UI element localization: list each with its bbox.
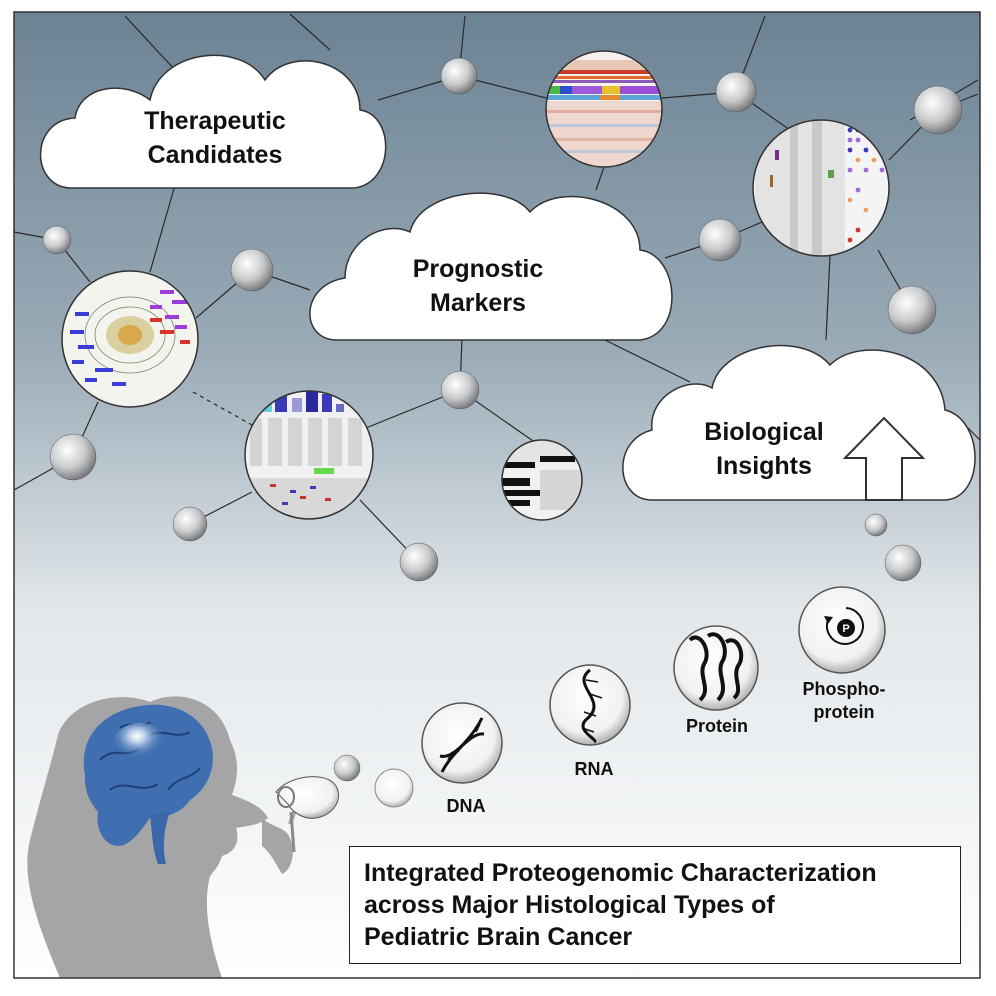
protein-label: Protein [686,716,748,736]
title-line-2: across Major Histological Types of [364,891,775,919]
protein-bubble: Protein [673,625,759,736]
bar-circle-small [501,439,583,521]
dotplot-circle-right [752,119,890,257]
title-box: Integrated Proteogenomic Characterizatio… [349,846,961,964]
rna-label: RNA [575,759,614,779]
cloud-prognostic-line2: Markers [430,289,526,317]
title-line-3: Pediatric Brain Cancer [364,923,633,951]
rna-strand-icon [581,668,603,744]
bubble-small-2 [374,768,414,808]
rna-bubble: RNA [549,664,631,779]
title-line-1: Integrated Proteogenomic Characterizatio… [364,859,877,887]
phospho-label-line2: protein [814,702,875,722]
network-nodes [42,57,963,582]
phosphate-icon [837,619,855,637]
cloud-biological-line1: Biological [704,418,823,446]
up-arrow-icon [842,416,926,501]
bubble-small-1 [333,754,361,782]
cloud-therapeutic-line1: Therapeutic [144,107,286,135]
protein-helix-icon [688,632,744,702]
cloud-biological-line2: Insights [716,452,812,480]
phosphate-symbol: P [842,623,849,635]
phosphoprotein-bubble: P Phospho- protein [798,586,886,722]
dna-label: DNA [447,796,486,816]
cloud-prognostic-line1: Prognostic [413,255,544,283]
phospho-arrow-icon [826,607,864,645]
dna-helix-icon [439,717,485,773]
phospho-label-line1: Phospho- [803,679,886,699]
brain-icon [83,704,213,864]
network-edges-dashed [192,391,253,426]
cloud-prognostic: Prognostic Markers [309,192,673,341]
cloud-biological: Biological Insights [622,344,976,501]
dna-bubble: DNA [421,702,503,816]
figure-border [13,11,981,979]
bubble-wand [275,776,339,853]
cloud-therapeutic: Therapeutic Candidates [39,54,387,189]
cloud-therapeutic-line2: Candidates [148,141,283,169]
mutation-circle-center [244,390,374,520]
scatter-circle-left [61,270,199,408]
